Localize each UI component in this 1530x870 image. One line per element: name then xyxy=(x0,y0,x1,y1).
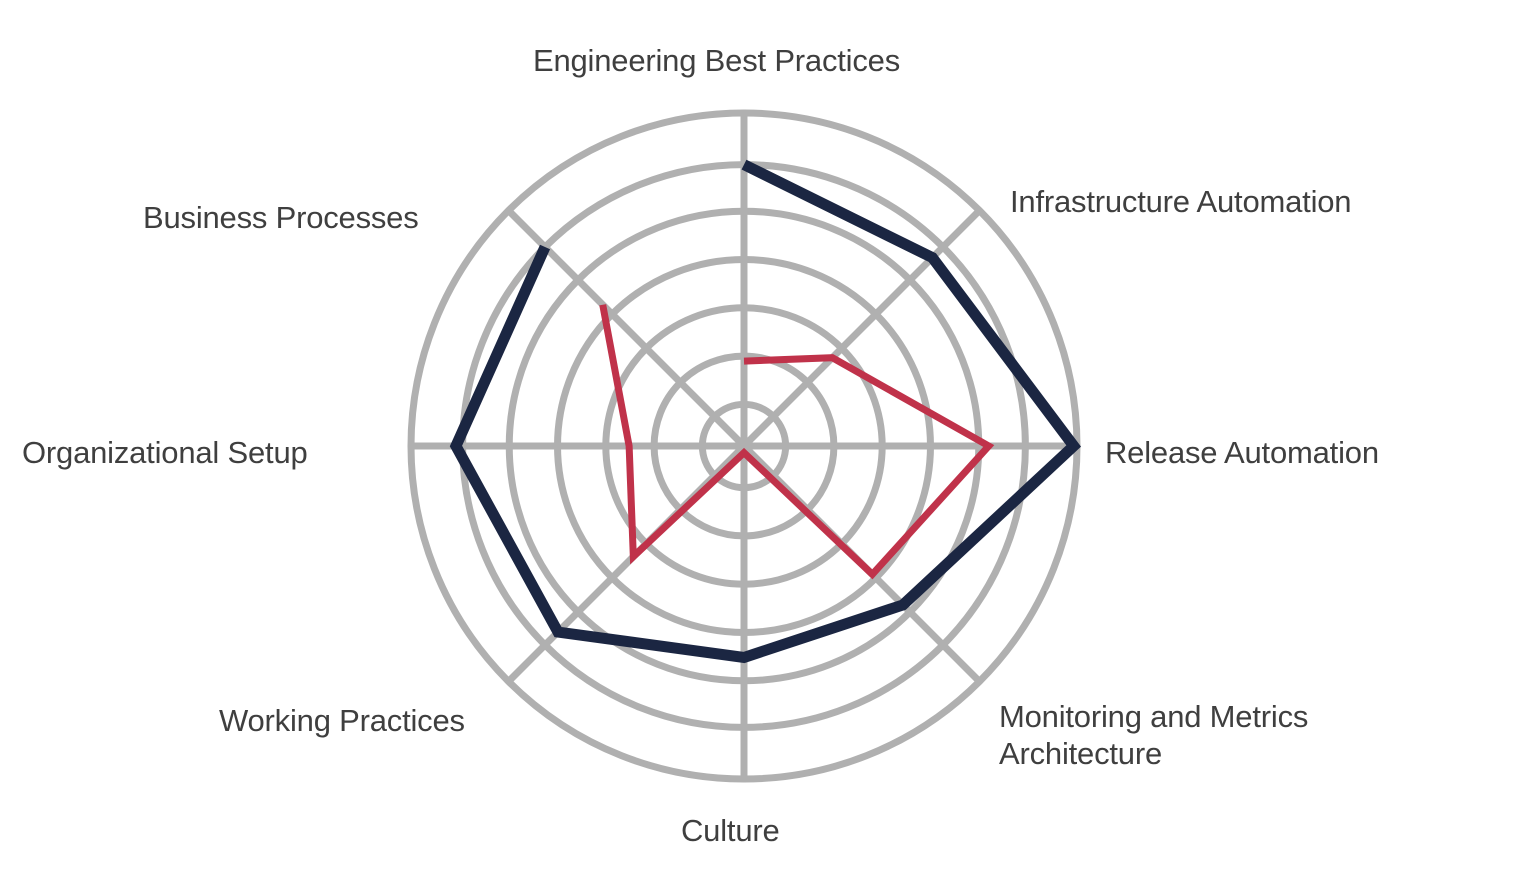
radar-series-layer xyxy=(449,159,1082,664)
axis-label-culture: Culture xyxy=(681,813,780,848)
axis-label-engineering-best-practices: Engineering Best Practices xyxy=(533,43,900,78)
axis-label-organizational-setup: Organizational Setup xyxy=(22,435,308,470)
axis-label-business-processes: Business Processes xyxy=(143,200,419,235)
axis-label-monitoring-and-metrics-architecture: Monitoring and Metrics Architecture xyxy=(999,699,1309,771)
series-path-current xyxy=(599,304,995,580)
axis-label-infrastructure-automation: Infrastructure Automation xyxy=(1010,184,1352,219)
grid-spoke-1 xyxy=(741,208,982,449)
axis-label-release-automation: Release Automation xyxy=(1105,435,1379,470)
axis-label-working-practices: Working Practices xyxy=(219,703,465,738)
series-path-target xyxy=(449,159,1082,664)
radar-grid xyxy=(407,109,1081,783)
